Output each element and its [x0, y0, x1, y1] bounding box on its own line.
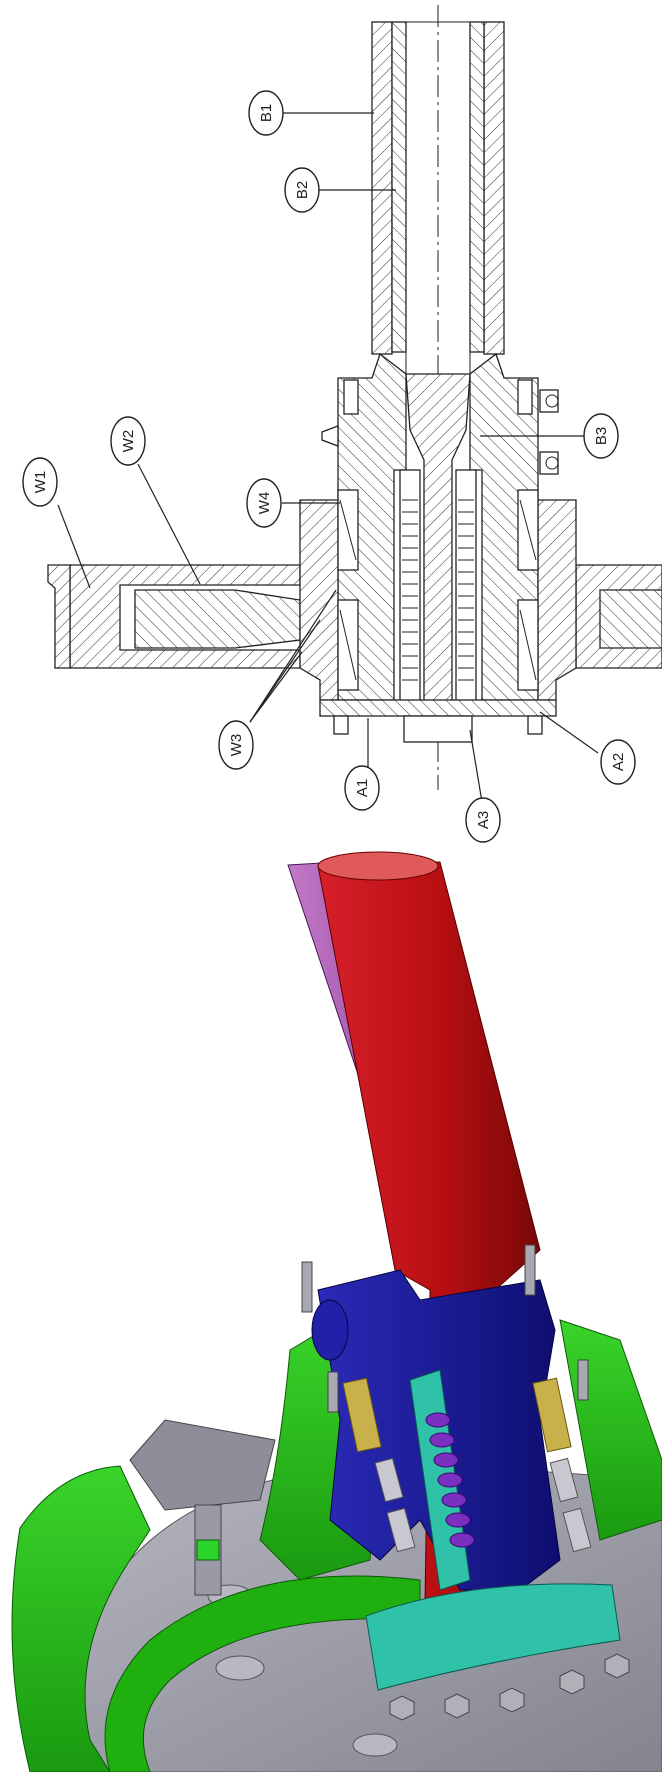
callout-label-W1: W1	[32, 471, 49, 494]
cover-bolt-right	[527, 715, 543, 735]
leader-A3	[469, 729, 483, 803]
callout-label-A2: A2	[610, 753, 627, 771]
wheel-rim-lip-left	[47, 564, 71, 669]
wheel-inner-ring	[104, 1575, 421, 1773]
callout-label-B1: B1	[258, 104, 275, 122]
inner-tube-wall-left	[391, 21, 407, 353]
bottom-cover	[319, 699, 557, 717]
wheel-web-left	[134, 589, 301, 649]
leader-W1	[57, 504, 91, 589]
pin-collar	[196, 1539, 220, 1561]
lug-hole-lower	[545, 456, 559, 470]
spring-coils	[402, 499, 474, 681]
lug-upper-right	[539, 389, 559, 413]
callout-W1: W1	[22, 457, 58, 507]
callout-label-A1: A1	[354, 779, 371, 797]
wheel-web-right	[599, 589, 662, 649]
leader-A2	[539, 711, 599, 754]
housing-bolt-left	[343, 379, 359, 415]
hub-body-right	[537, 499, 577, 701]
callout-B3: B3	[583, 413, 619, 459]
callout-W2: W2	[110, 416, 146, 466]
section-drawing: B1 B2 B3 W1 W2 W3 W4 A1	[22, 5, 662, 843]
callout-label-B3: B3	[593, 427, 610, 445]
callout-label-B2: B2	[294, 181, 311, 199]
housing-bolts	[301, 1244, 589, 1413]
springs	[425, 1412, 475, 1548]
leader-W3-c	[249, 589, 337, 723]
callout-label-W4: W4	[256, 492, 273, 515]
callout-A2: A2	[600, 739, 636, 785]
bearing-cage-upper-left	[342, 1377, 382, 1453]
leader-W2	[137, 463, 201, 585]
hub-body-left	[299, 499, 339, 701]
outer-tube-wall-left	[371, 21, 393, 355]
callout-W3: W3	[218, 720, 254, 770]
housing-bolt-right	[517, 379, 533, 415]
disc-hole-2	[352, 1733, 398, 1757]
cover-bolts	[389, 1653, 630, 1721]
callout-A1: A1	[344, 765, 380, 811]
callout-label-A3: A3	[475, 811, 492, 829]
bearing-cage-upper-right	[532, 1377, 572, 1453]
callout-W4: W4	[246, 478, 282, 528]
cover-bolt-left	[333, 715, 349, 735]
grease-nipple	[321, 425, 339, 447]
bearing-rollers	[339, 499, 537, 681]
spring-sleeve-left	[399, 469, 421, 711]
inner-tube-wall-right	[469, 21, 485, 353]
bearing-rollers-3d	[374, 1457, 592, 1553]
spring-sleeve-right	[455, 469, 477, 711]
housing-lug	[311, 1299, 349, 1361]
end-cap	[403, 715, 473, 743]
disc-hole-1	[215, 1655, 265, 1681]
callout-label-W2: W2	[120, 430, 137, 453]
callout-B1: B1	[248, 90, 284, 136]
callout-B2: B2	[284, 167, 320, 213]
fork-block	[129, 1419, 276, 1511]
bottom-cover-3d	[365, 1583, 621, 1691]
callout-label-W3: W3	[228, 734, 245, 757]
lug-hole-upper	[545, 394, 559, 408]
outer-tube-wall-right	[483, 21, 505, 355]
shaft-bore-end	[317, 851, 439, 881]
lug-lower-right	[539, 451, 559, 475]
wheel-rim	[11, 1465, 151, 1773]
cutaway-render	[11, 851, 662, 1773]
callout-A3: A3	[465, 797, 501, 843]
